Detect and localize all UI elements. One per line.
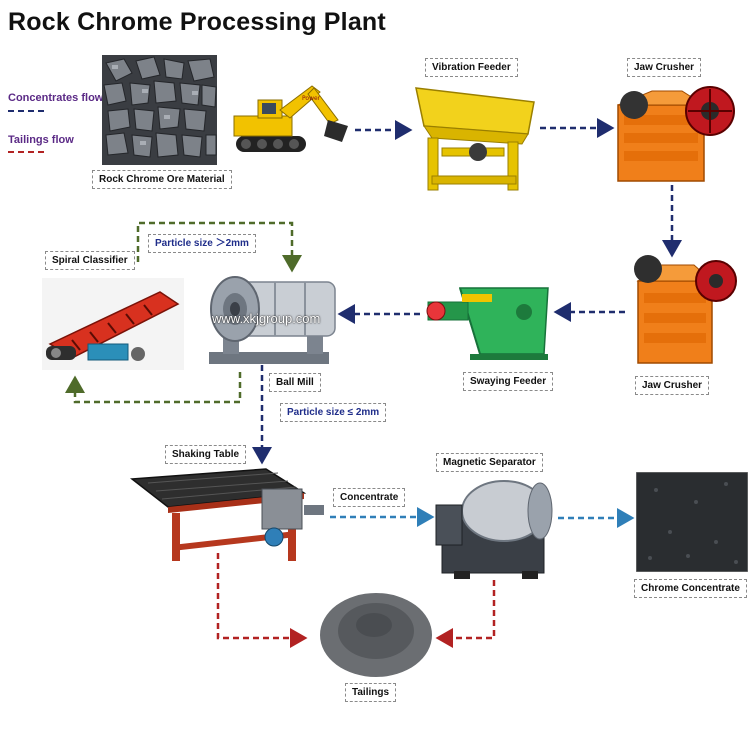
ball-mill-label: Ball Mill bbox=[269, 373, 321, 392]
excavator-icon: Power bbox=[233, 85, 348, 152]
arrow-table-to-tailings bbox=[216, 553, 308, 648]
legend-tailings-line bbox=[8, 151, 44, 153]
legend-concentrates-line bbox=[8, 110, 44, 112]
shaking-table-image bbox=[130, 468, 324, 561]
swaying-feeder-label: Swaying Feeder bbox=[463, 372, 554, 391]
vibration-feeder-image bbox=[415, 87, 535, 191]
jaw-crusher-1-image bbox=[617, 86, 735, 182]
jaw-crusher-1-label: Jaw Crusher bbox=[627, 58, 702, 77]
chrome-concentrate-image bbox=[636, 472, 748, 572]
ore-material-label: Rock Chrome Ore Material bbox=[92, 170, 232, 189]
arrow-mill-to-classifier bbox=[65, 372, 242, 404]
concentrate-label: Concentrate bbox=[333, 488, 406, 507]
magnetic-separator-image bbox=[435, 480, 553, 579]
magnetic-separator-label: Magnetic Separator bbox=[436, 453, 543, 472]
swaying-feeder-image bbox=[426, 287, 549, 360]
legend-concentrates-label: Concentrates flow bbox=[8, 92, 104, 104]
tailings-label: Tailings bbox=[345, 683, 397, 702]
arrow-separator-to-tailings bbox=[435, 580, 496, 648]
ball-mill-image bbox=[209, 276, 336, 364]
svg-text:Power: Power bbox=[302, 95, 321, 102]
particle-size-gt-label: Particle size ＞2mm bbox=[148, 234, 256, 253]
particle-size-le-label: Particle size ≤ 2mm bbox=[280, 403, 387, 422]
shaking-table-label: Shaking Table bbox=[165, 445, 247, 464]
ore-material-image bbox=[102, 55, 217, 165]
page-title: Rock Chrome Processing Plant bbox=[8, 8, 386, 36]
watermark-text: www.xkjgroup.com bbox=[212, 311, 321, 326]
spiral-classifier-label: Spiral Classifier bbox=[45, 251, 135, 270]
tailings-image bbox=[320, 593, 432, 677]
legend-tailings-label: Tailings flow bbox=[8, 134, 74, 146]
jaw-crusher-2-label: Jaw Crusher bbox=[635, 376, 710, 395]
chrome-concentrate-label: Chrome Concentrate bbox=[634, 579, 747, 598]
vibration-feeder-label: Vibration Feeder bbox=[425, 58, 518, 77]
jaw-crusher-2-image bbox=[634, 255, 737, 364]
arrow-classifier-return bbox=[136, 221, 302, 273]
spiral-classifier-image bbox=[42, 278, 184, 370]
